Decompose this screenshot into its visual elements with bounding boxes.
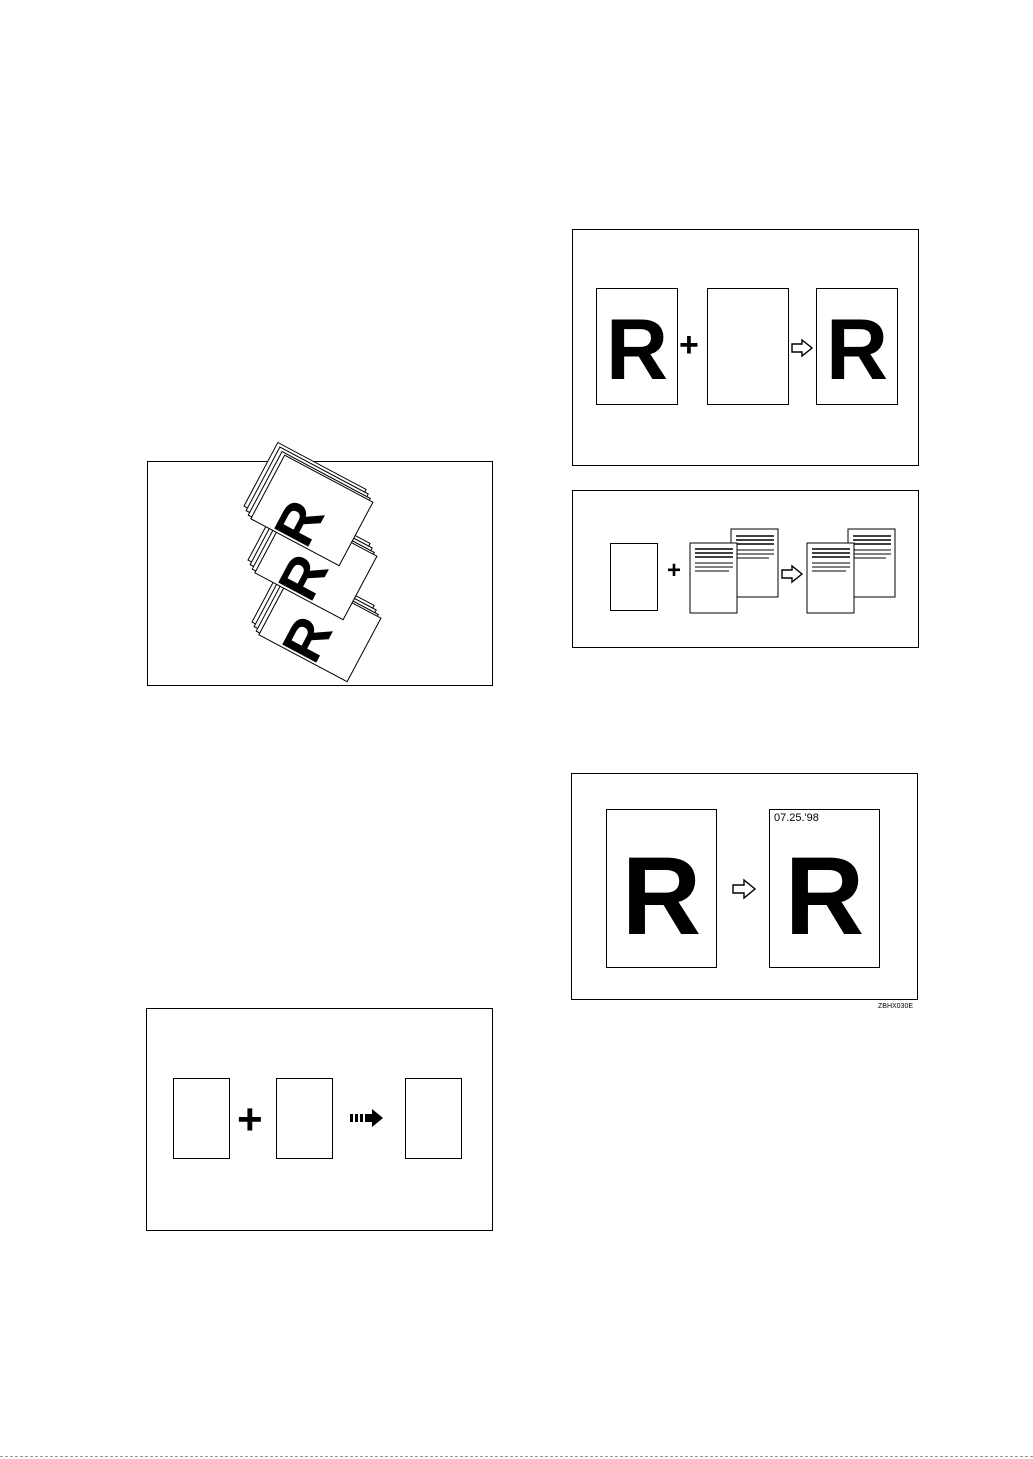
sheet-letter: R [817,307,897,393]
original-sheet: R [606,809,717,968]
figure-date-stamp: R 07.25.'98 R [571,773,918,1000]
figure-combine-lines: + [572,490,919,648]
dashed-arrow-icon [350,1108,384,1128]
original-sheet: R [596,288,678,405]
result-sheet: R [816,288,898,405]
figure-code: ZBHX030E [878,1003,913,1010]
merged-sheet [405,1078,462,1159]
blank-sheet [610,543,658,611]
figure-combine-blank: R + R [572,229,919,466]
outline-arrow-icon [732,879,756,899]
result-text-pages [806,528,906,618]
date-stamp-text: 07.25.'98 [774,812,819,824]
outline-arrow-icon [791,339,813,357]
bottom-edge-line [0,1456,1033,1457]
outline-arrow-icon [781,565,803,583]
second-sheet [276,1078,333,1159]
sheet-letter: R [607,842,716,952]
stamped-sheet: 07.25.'98 R [769,809,880,968]
plus-icon: + [667,559,681,583]
rotated-sheets-illustration: R R R [148,462,494,687]
figure-sorted-stacks: R R R [147,461,493,686]
figure-merge-blank: + [146,1008,493,1231]
text-pages-pair [689,528,789,618]
sheet-letter: R [770,842,879,952]
first-sheet [173,1078,230,1159]
blank-sheet [707,288,789,405]
plus-icon: + [679,328,699,362]
sheet-letter: R [597,307,677,393]
plus-icon: + [237,1098,263,1142]
